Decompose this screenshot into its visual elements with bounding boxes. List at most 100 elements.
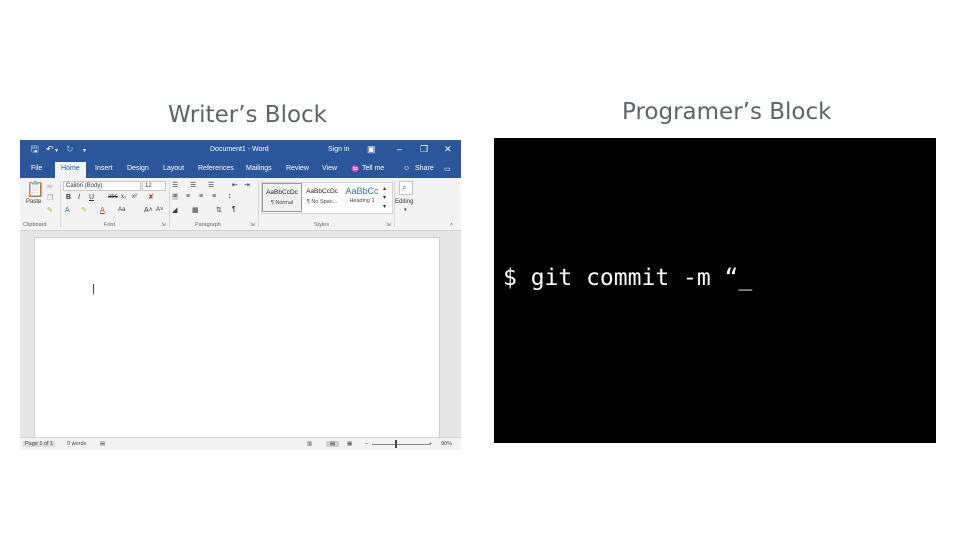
paste-label[interactable]: Paste — [26, 199, 42, 205]
zoom-slider[interactable] — [372, 444, 430, 445]
font-name-select[interactable]: Calibri (Body) — [63, 181, 141, 191]
underline-icon[interactable]: U — [89, 194, 95, 201]
document-page[interactable] — [34, 237, 440, 439]
zoom-in-icon[interactable]: + — [429, 441, 433, 447]
line-spacing-icon[interactable]: ↕ — [228, 193, 232, 200]
zoom-slider-handle[interactable] — [395, 440, 397, 448]
highlight-icon[interactable]: ✎ — [81, 207, 87, 214]
web-layout-icon[interactable]: ▦ — [347, 441, 353, 447]
align-right-icon[interactable]: ≡ — [199, 193, 204, 200]
tab-references[interactable]: References — [198, 165, 234, 172]
terminal-window: $ git commit -m “_ — [494, 138, 936, 443]
font-group-label: Font — [104, 222, 116, 228]
paragraph-group-label: Paragraph — [195, 222, 221, 228]
copy-icon[interactable]: ❐ — [47, 195, 54, 202]
styles-more-icon[interactable]: ▾ — [383, 204, 387, 210]
sort-icon[interactable]: ⇅ — [216, 207, 222, 214]
word-count[interactable]: 0 words — [67, 441, 87, 447]
styles-group-label: Styles — [314, 222, 329, 228]
sign-in-link[interactable]: Sign in — [328, 146, 350, 153]
print-layout-icon[interactable]: ▤ — [326, 441, 340, 447]
change-case-icon[interactable]: Aa — [118, 207, 126, 213]
save-icon[interactable]: 🖫 — [31, 144, 39, 154]
ribbon-display-icon[interactable]: ▣ — [367, 144, 376, 154]
font-color-icon[interactable]: A — [100, 207, 105, 214]
subscript-icon[interactable]: x₂ — [121, 194, 127, 200]
align-center-icon[interactable]: ≡ — [186, 193, 191, 200]
tab-home[interactable]: Home — [55, 162, 86, 178]
style-no-spacing[interactable]: AaBbCcDc ¶ No Spac... — [302, 183, 342, 212]
styles-dialog-launcher-icon[interactable]: ⇲ — [386, 222, 391, 228]
style-normal[interactable]: AaBbCcDc ¶ Normal — [262, 183, 302, 212]
style-heading-1[interactable]: AaBbCc Heading 1 — [342, 183, 382, 212]
proofing-icon[interactable]: ▤ — [100, 441, 106, 447]
grow-font-icon[interactable]: A˄ — [144, 207, 153, 214]
minimize-icon[interactable]: – — [397, 144, 403, 154]
text-effects-icon[interactable]: A — [65, 207, 70, 214]
terminal-command-line[interactable]: $ git commit -m “_ — [503, 265, 753, 291]
tab-design[interactable]: Design — [127, 165, 149, 172]
font-dialog-launcher-icon[interactable]: ⇲ — [161, 222, 166, 228]
ribbon-divider — [60, 181, 61, 227]
text-cursor — [93, 284, 94, 294]
undo-icon[interactable]: ↶ — [46, 144, 54, 154]
paste-icon[interactable]: 📋 — [26, 181, 45, 198]
justify-icon[interactable]: ≡ — [212, 193, 217, 200]
paragraph-dialog-launcher-icon[interactable]: ⇲ — [250, 222, 255, 228]
status-bar: Page 1 of 1 0 words ▤ ▥ ▤ ▦ – + 90% — [20, 437, 461, 450]
read-mode-icon[interactable]: ▥ — [307, 441, 313, 447]
collapse-ribbon-icon[interactable]: ˄ — [450, 222, 454, 228]
bold-icon[interactable]: B — [66, 194, 72, 201]
clear-formatting-icon[interactable]: ✘ — [148, 194, 154, 201]
shading-icon[interactable]: ◢ — [172, 207, 178, 214]
shrink-font-icon[interactable]: A˅ — [156, 207, 164, 213]
tab-layout[interactable]: Layout — [163, 165, 185, 172]
page-count[interactable]: Page 1 of 1 — [23, 441, 56, 447]
restore-icon[interactable]: ❐ — [420, 144, 429, 154]
strikethrough-icon[interactable]: abc — [108, 194, 118, 200]
word-window: 🖫 ↶ ▾ ↻ ▾ Document1 - Word Sign in ▣ – ❐… — [20, 140, 461, 450]
redo-icon[interactable]: ↻ — [66, 144, 74, 154]
increase-indent-icon[interactable]: ⇥ — [244, 182, 250, 189]
multilevel-list-icon[interactable]: ☰ — [208, 182, 215, 189]
share-button[interactable]: Share — [415, 165, 434, 172]
customize-toolbar-icon[interactable]: ▾ — [83, 148, 87, 154]
editing-dropdown-icon[interactable]: ▾ — [404, 207, 407, 213]
style-name: ¶ No Spac... — [306, 199, 338, 205]
numbering-icon[interactable]: ☰ — [190, 182, 197, 189]
decrease-indent-icon[interactable]: ⇤ — [232, 182, 238, 189]
align-left-icon[interactable]: ≡ — [172, 193, 179, 200]
tab-mailings[interactable]: Mailings — [246, 165, 272, 172]
search-icon[interactable]: ⌕ — [399, 181, 413, 195]
tab-insert[interactable]: Insert — [95, 165, 113, 172]
tell-me-box[interactable]: Tell me — [362, 165, 385, 172]
italic-icon[interactable]: I — [78, 194, 80, 201]
style-preview: AaBbCc — [345, 186, 379, 196]
style-preview: AaBbCcDc — [266, 189, 298, 196]
editing-button[interactable]: Editing — [395, 199, 414, 205]
ribbon-tab-bar: File Home Insert Design Layout Reference… — [20, 160, 461, 178]
borders-icon[interactable]: ▦ — [192, 207, 199, 214]
styles-gallery: AaBbCcDc ¶ Normal AaBbCcDc ¶ No Spac... … — [261, 182, 393, 214]
zoom-level[interactable]: 90% — [441, 441, 453, 447]
styles-scroll-down-icon[interactable]: ▾ — [383, 195, 387, 201]
bullets-icon[interactable]: ☰ — [172, 182, 179, 189]
tab-file[interactable]: File — [31, 165, 43, 172]
zoom-out-icon[interactable]: – — [365, 441, 369, 447]
close-icon[interactable]: ✕ — [444, 144, 452, 154]
tab-view[interactable]: View — [322, 165, 338, 172]
font-size-select[interactable]: 12 — [142, 181, 166, 191]
style-preview: AaBbCcDc — [306, 188, 338, 195]
tab-review[interactable]: Review — [286, 165, 309, 172]
styles-scroll-up-icon[interactable]: ▴ — [383, 186, 387, 192]
clipboard-group-label: Clipboard — [23, 222, 47, 228]
document-title: Document1 - Word — [210, 146, 269, 153]
superscript-icon[interactable]: x² — [132, 194, 137, 200]
format-painter-icon[interactable]: ✎ — [47, 207, 53, 214]
programmers-block-caption: Programer’s Block — [622, 99, 832, 125]
show-formatting-icon[interactable]: ¶ — [232, 206, 236, 213]
comment-icon[interactable]: ▭ — [444, 166, 451, 173]
cut-icon[interactable]: ✂ — [47, 184, 53, 191]
undo-dropdown-icon[interactable]: ▾ — [55, 148, 59, 154]
style-name: ¶ Normal — [270, 200, 294, 206]
